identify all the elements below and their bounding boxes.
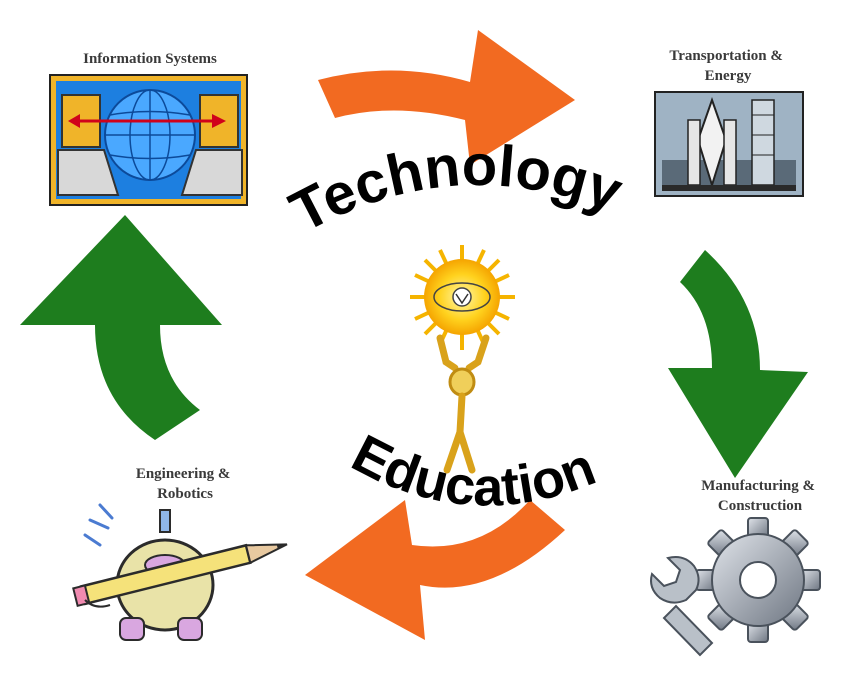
green-arrow-left	[20, 215, 222, 440]
orange-arrow-bottom	[305, 500, 565, 640]
robot-with-pencil-icon	[72, 503, 288, 641]
technology-word: Technology	[280, 133, 631, 245]
networked-laptops-globe-icon	[49, 74, 248, 206]
label-transportation-energy: Transportation & Energy	[669, 48, 786, 84]
label-information-systems: Information Systems	[83, 51, 217, 67]
stick-figure	[436, 334, 490, 474]
label-engineering-robotics: Engineering & Robotics	[136, 466, 234, 502]
figure-holding-sun-icon	[410, 245, 515, 474]
gear-wrench-icon	[650, 517, 821, 657]
orange-arrow-top	[318, 30, 575, 165]
label-manufacturing-construction: Manufacturing & Construction	[701, 478, 819, 514]
green-arrow-right	[668, 250, 808, 478]
space-shuttle-icon	[654, 91, 804, 197]
sun-icon	[410, 245, 515, 350]
